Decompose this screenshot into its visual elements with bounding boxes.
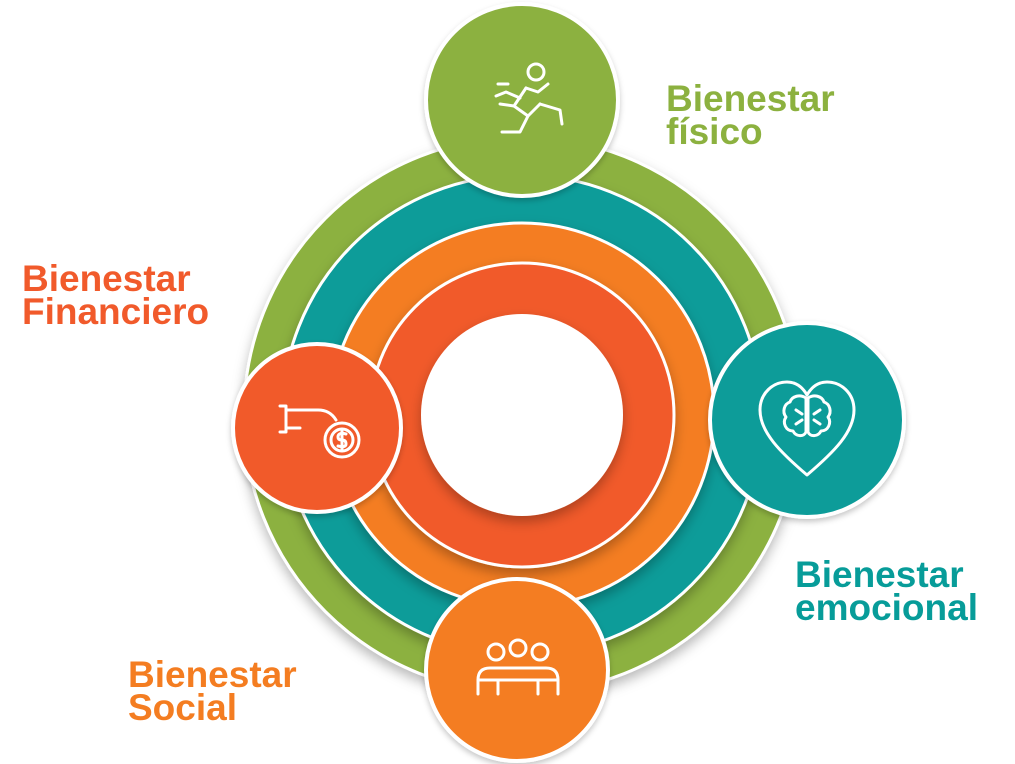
running-person-icon — [494, 62, 564, 134]
bubble-emocional — [708, 321, 906, 519]
label-fisico: Bienestar físico — [666, 78, 835, 152]
bubble-fisico — [424, 2, 620, 198]
hand-coin-icon — [278, 404, 361, 459]
label-social: Bienestar Social — [128, 654, 297, 728]
concentric-rings — [242, 135, 802, 695]
center-circle — [421, 314, 623, 516]
label-financiero: Bienestar Financiero — [22, 258, 210, 332]
bubble-financiero — [231, 342, 403, 514]
heart-brain-icon — [758, 380, 856, 477]
label-emocional: Bienestar emocional — [795, 554, 978, 628]
bubble-social — [424, 577, 610, 763]
group-people-icon — [476, 638, 560, 696]
